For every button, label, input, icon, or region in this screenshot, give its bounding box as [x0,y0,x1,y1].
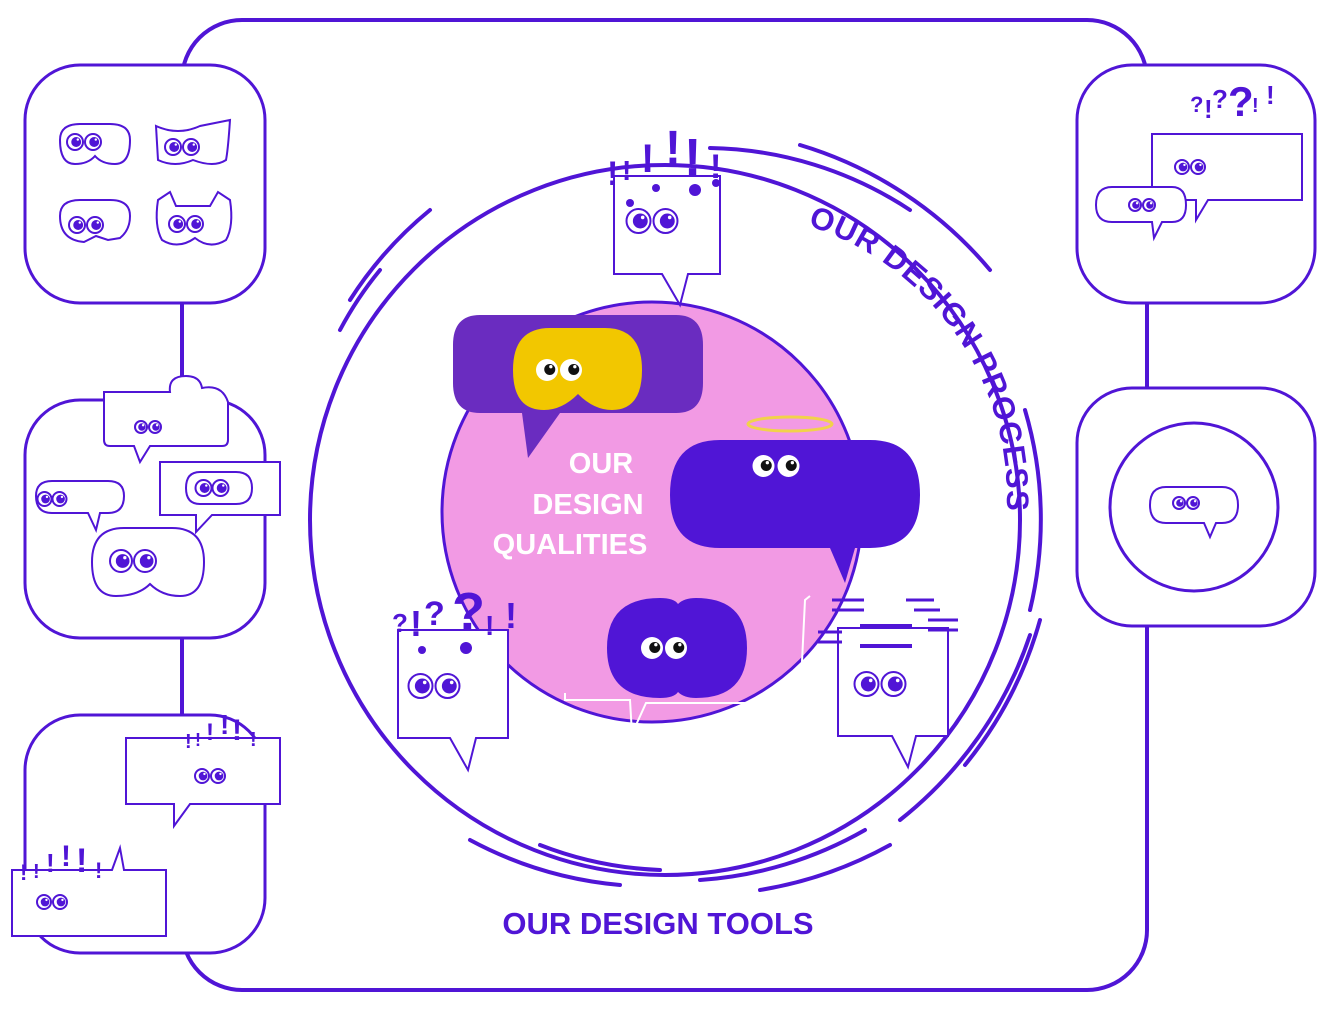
exclaim-marks-main: ! ! ! ! ! ! [607,122,721,207]
eye-icon [211,479,230,497]
eyes-layer [36,133,1206,910]
mark-exclaim: ! [665,122,681,175]
qualities-line-2: DESIGN [532,489,643,521]
eye-icon [777,455,800,477]
eye-icon [164,138,182,156]
eye-icon [880,671,907,697]
mark-question: ? [392,608,408,638]
qualities-line-1: OUR [569,448,634,480]
tools-label: OUR DESIGN TOOLS [502,906,813,941]
mark-exclaim: ! [185,731,192,753]
mark-exclaim: ! [641,137,654,181]
mark-question: ? [424,595,445,633]
cloud-bubble [103,374,229,465]
question-marks-main: ? ! ? ? ! ! [392,582,517,654]
mark-exclaim: ! [1204,94,1213,124]
eye-icon [752,455,775,477]
mark-exclaim: ! [684,129,701,187]
eye-icon [109,549,133,573]
mark-exclaim: ! [710,148,721,186]
eye-icon [148,420,162,434]
circle-inner-bubble [1148,486,1240,540]
halo-bubble [670,415,920,583]
mark-exclaim: ! [33,861,40,883]
question-bubble-main [397,629,509,773]
halo-icon [746,415,834,433]
mark-exclaim: ! [607,155,618,193]
eye-icon [36,491,53,507]
eye-icon [194,479,213,497]
mark-exclaim: ! [20,860,27,885]
eye-icon [68,216,86,234]
right-panel-questions [1075,63,1317,305]
mark-question: ? [452,582,485,642]
speech-lines-icon [818,598,958,648]
eye-icon [194,768,210,784]
left-panel-masks [23,63,267,305]
orbit-arcs [338,143,1043,892]
eye-icon [536,359,558,381]
qualities-label: OUR DESIGN QUALITIES [493,448,648,561]
eye-icon [133,549,157,573]
lines-bubble-main [818,598,958,770]
eye-icon [1174,159,1190,175]
eye-icon [1128,198,1142,212]
eye-icon [853,671,880,697]
outline-bubble-bottom [564,595,811,735]
question-bubble-small [1094,186,1188,242]
mark-exclaim: ! [505,595,517,636]
mark-exclaim: ! [195,730,201,750]
eye-icon [86,216,104,234]
mark-question: ? [1228,78,1254,125]
mark-exclaim: ! [61,840,71,873]
eye-icon [1142,198,1156,212]
mark-exclaim: ! [232,714,242,747]
mark-question: ? [1190,92,1203,117]
eye-icon [210,768,226,784]
eye-icon [665,637,687,659]
qualities-line-3: QUALITIES [493,529,648,561]
exclaim-marks-left-panel: ! ! ! ! ! ! ! ! ! ! ! ! [20,709,257,885]
left-panel-exclaim [11,713,281,955]
mark-exclaim: ! [76,842,87,880]
mark-exclaim: ! [622,155,631,186]
mark-exclaim: ! [250,729,257,751]
eye-icon [652,208,679,234]
eye-icon [641,637,663,659]
eye-icon [36,894,52,910]
eye-icon [560,359,582,381]
mark-exclaim: ! [1252,95,1259,117]
eye-icon [1172,496,1186,510]
question-marks-right-panel: ? ! ? ? ! ! [1190,78,1275,125]
eye-icon [134,420,148,434]
mark-exclaim: ! [206,719,214,746]
eye-icon [434,673,461,699]
exclaim-bubble-bottom [11,844,167,937]
mark-exclaim: ! [46,848,55,878]
eye-icon [52,894,68,910]
eye-icon [407,673,434,699]
eye-icon [186,215,204,233]
eye-icon [625,208,652,234]
mark-exclaim: ! [410,603,422,644]
eye-icon [168,215,186,233]
mark-question: ? [1212,84,1228,114]
eye-icon [1190,159,1206,175]
mark-exclaim: ! [1266,80,1275,110]
eye-icon [182,138,200,156]
left-panel-bubble-cluster [23,374,281,640]
mark-exclaim: ! [95,858,102,883]
eye-icon [84,133,102,151]
mark-exclaim: ! [485,610,494,641]
mark-exclaim: ! [220,709,229,740]
eye-icon [51,491,68,507]
eye-icon [66,133,84,151]
eye-icon [1186,496,1200,510]
